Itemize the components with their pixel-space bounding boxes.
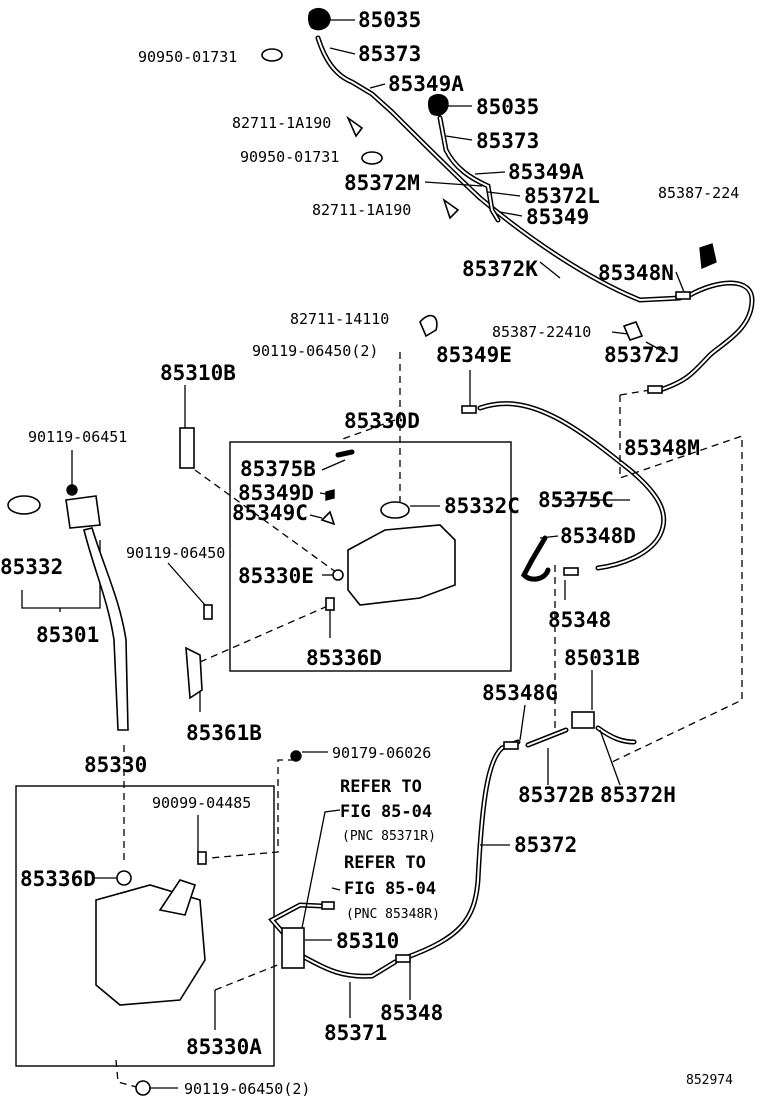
refer-fig-label-1: FIG 85-04 <box>340 802 432 822</box>
label-85372j: 85372J <box>604 343 680 367</box>
label-85375c: 85375C <box>538 488 614 512</box>
label-90950-01731-a: 90950-01731 <box>138 48 237 66</box>
label-85349e: 85349E <box>436 343 512 367</box>
label-85387-224: 85387-224 <box>658 184 739 202</box>
label-85349d: 85349D <box>238 481 314 505</box>
label-85361b: 85361B <box>186 721 262 745</box>
label-85349a-b: 85349A <box>508 160 584 184</box>
label-85301: 85301 <box>36 623 99 647</box>
hose-clip-icon <box>320 115 717 526</box>
label-85349: 85349 <box>526 205 589 229</box>
label-85330a: 85330A <box>186 1035 262 1059</box>
label-85348g: 85348G <box>482 681 558 705</box>
label-90119-06450-2-top: 90119-06450(2) <box>252 342 378 360</box>
label-85330: 85330 <box>84 753 147 777</box>
refer-to-label-1: REFER TO <box>340 777 422 797</box>
label-85387-22410: 85387-22410 <box>492 323 591 341</box>
label-85336d-mid: 85336D <box>306 646 382 670</box>
grommet-icon <box>7 48 410 886</box>
nozzle-icon <box>307 7 449 116</box>
check-valve-icon <box>321 291 691 963</box>
sub-tank-box <box>229 441 512 672</box>
label-90099-04485: 90099-04485 <box>152 794 251 812</box>
label-85348-low: 85348 <box>380 1001 443 1025</box>
tank-icon <box>95 524 456 1006</box>
label-85310: 85310 <box>336 929 399 953</box>
label-82711-1a190-b: 82711-1A190 <box>312 201 411 219</box>
part-labels: 85035 85373 90950-01731 85349A 82711-1A1… <box>0 8 739 1098</box>
label-90119-06450-2-bottom: 90119-06450(2) <box>184 1080 310 1098</box>
label-85035-b: 85035 <box>476 95 539 119</box>
label-85349c: 85349C <box>232 501 308 525</box>
label-90950-01731-b: 90950-01731 <box>240 148 339 166</box>
dashed-assembly-lines <box>115 352 743 1089</box>
label-85310b: 85310B <box>160 361 236 385</box>
label-85348n: 85348N <box>598 261 674 285</box>
label-85372k: 85372K <box>462 257 538 281</box>
label-90179-06026: 90179-06026 <box>332 744 431 762</box>
label-85372b: 85372B <box>518 783 594 807</box>
label-90119-06450: 90119-06450 <box>126 544 225 562</box>
label-85031b: 85031B <box>564 646 640 670</box>
label-85372h: 85372H <box>600 783 676 807</box>
refer-pnc-label-1: (PNC 85371R) <box>342 829 436 844</box>
label-85348-mid: 85348 <box>548 608 611 632</box>
label-85372: 85372 <box>514 833 577 857</box>
label-85372m: 85372M <box>344 171 420 195</box>
label-85332: 85332 <box>0 555 63 579</box>
label-85332c: 85332C <box>444 494 520 518</box>
label-85349a-a: 85349A <box>388 72 464 96</box>
label-85348d: 85348D <box>560 524 636 548</box>
leader-lines <box>21 19 685 1089</box>
label-85330e: 85330E <box>238 564 314 588</box>
label-82711-1a190-a: 82711-1A190 <box>232 114 331 132</box>
label-85375b: 85375B <box>240 457 316 481</box>
refer-to-label-2: REFER TO <box>344 853 426 873</box>
pump-icon <box>179 427 305 969</box>
label-85330d: 85330D <box>344 409 420 433</box>
label-85373-b: 85373 <box>476 129 539 153</box>
label-85372l: 85372L <box>524 184 600 208</box>
cap-icon <box>65 495 203 731</box>
label-85371: 85371 <box>324 1021 387 1045</box>
label-90119-06451: 90119-06451 <box>28 428 127 446</box>
refer-pnc-label-2: (PNC 85348R) <box>346 907 440 922</box>
upper-hose-lines <box>315 35 755 571</box>
label-85373-a: 85373 <box>358 42 421 66</box>
label-82711-14110: 82711-14110 <box>290 310 389 328</box>
bolt-icon <box>66 484 335 1096</box>
lower-hose-lines <box>268 449 637 979</box>
figure-number: 852974 <box>686 1073 733 1088</box>
label-85035-a: 85035 <box>358 8 421 32</box>
label-85348m: 85348M <box>624 436 700 460</box>
label-85336d-low: 85336D <box>20 867 96 891</box>
refer-fig-label-2: FIG 85-04 <box>344 879 436 899</box>
